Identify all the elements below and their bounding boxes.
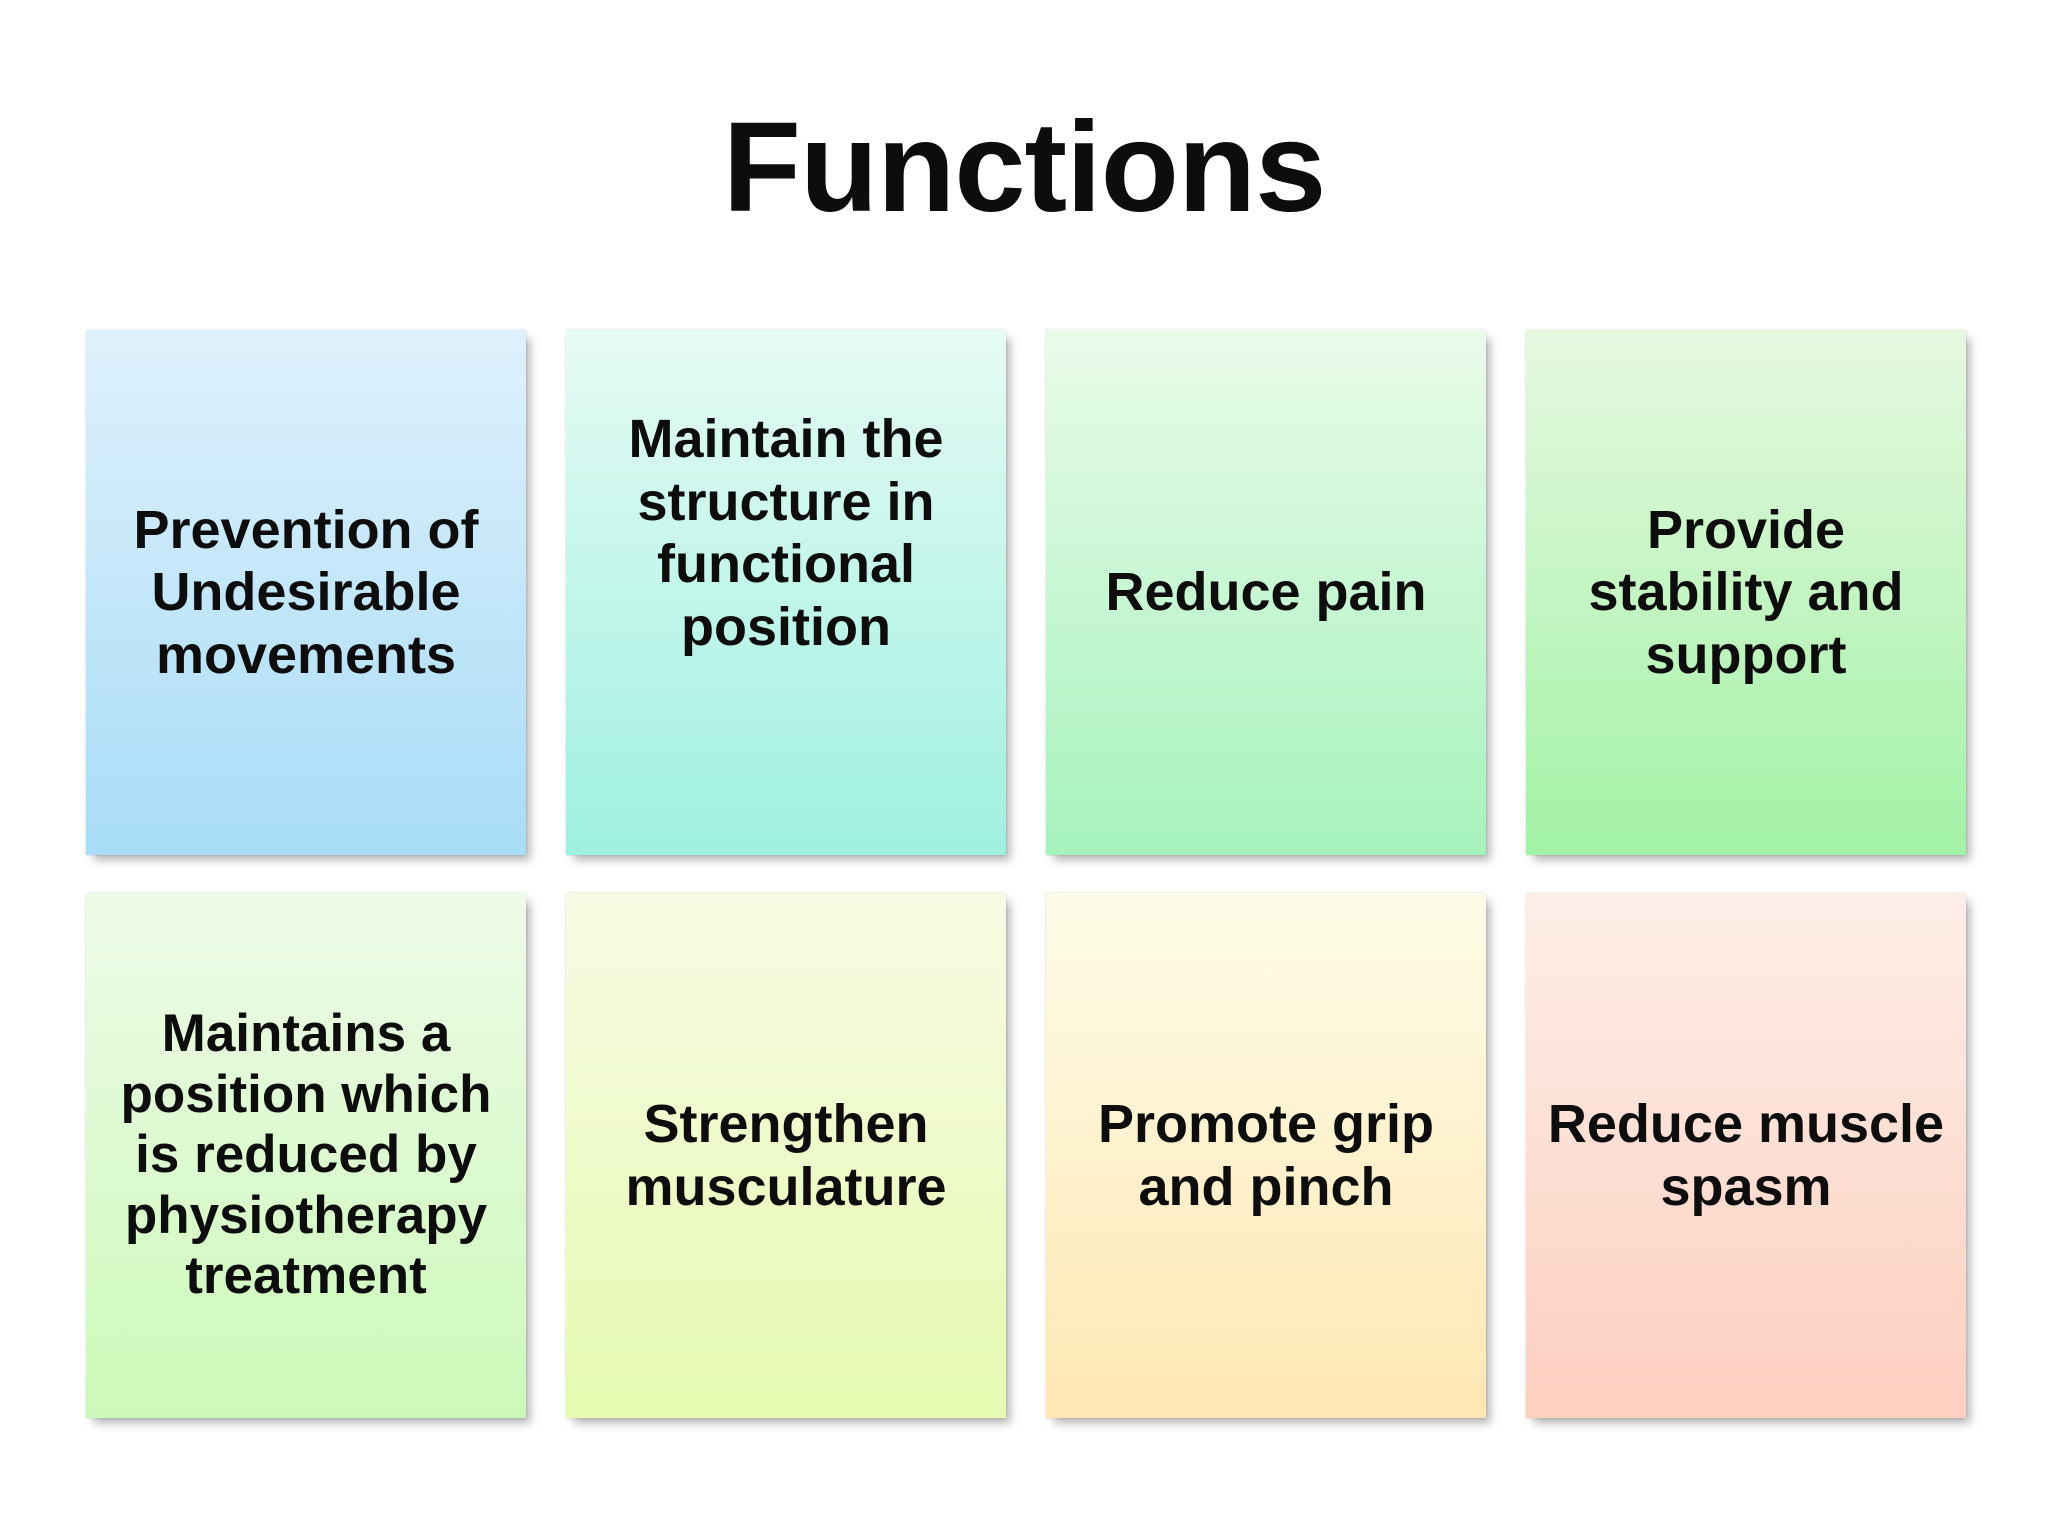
- card-label: Provide stability and support: [1588, 499, 1904, 685]
- card-provide-stability-and-support[interactable]: Provide stability and support: [1526, 330, 1966, 855]
- card-maintain-structure-functional-position[interactable]: Maintain the structure in functional pos…: [566, 330, 1006, 855]
- functions-card-grid: Prevention of Undesirable movements Main…: [86, 330, 1966, 1425]
- page-title: Functions: [722, 96, 1327, 239]
- card-prevention-of-undesirable-movements[interactable]: Prevention of Undesirable movements: [86, 330, 526, 855]
- card-reduce-muscle-spasm[interactable]: Reduce muscle spasm: [1526, 893, 1966, 1418]
- card-label: Maintain the structure in functional pos…: [628, 409, 944, 657]
- card-label: Strengthen musculature: [625, 1093, 947, 1217]
- card-maintains-a-position-reduced-by-physiotherapy[interactable]: Maintains a position which is reduced by…: [86, 893, 526, 1418]
- card-label: Reduce pain: [1105, 562, 1427, 623]
- card-label: Reduce muscle spasm: [1547, 1093, 1945, 1217]
- card-reduce-pain[interactable]: Reduce pain: [1046, 330, 1486, 855]
- card-label: Maintains a position which is reduced by…: [120, 1004, 492, 1306]
- card-strengthen-musculature[interactable]: Strengthen musculature: [566, 893, 1006, 1418]
- card-promote-grip-and-pinch[interactable]: Promote grip and pinch: [1046, 893, 1486, 1418]
- card-label: Promote grip and pinch: [1097, 1093, 1435, 1217]
- card-label: Prevention of Undesirable movements: [133, 499, 479, 685]
